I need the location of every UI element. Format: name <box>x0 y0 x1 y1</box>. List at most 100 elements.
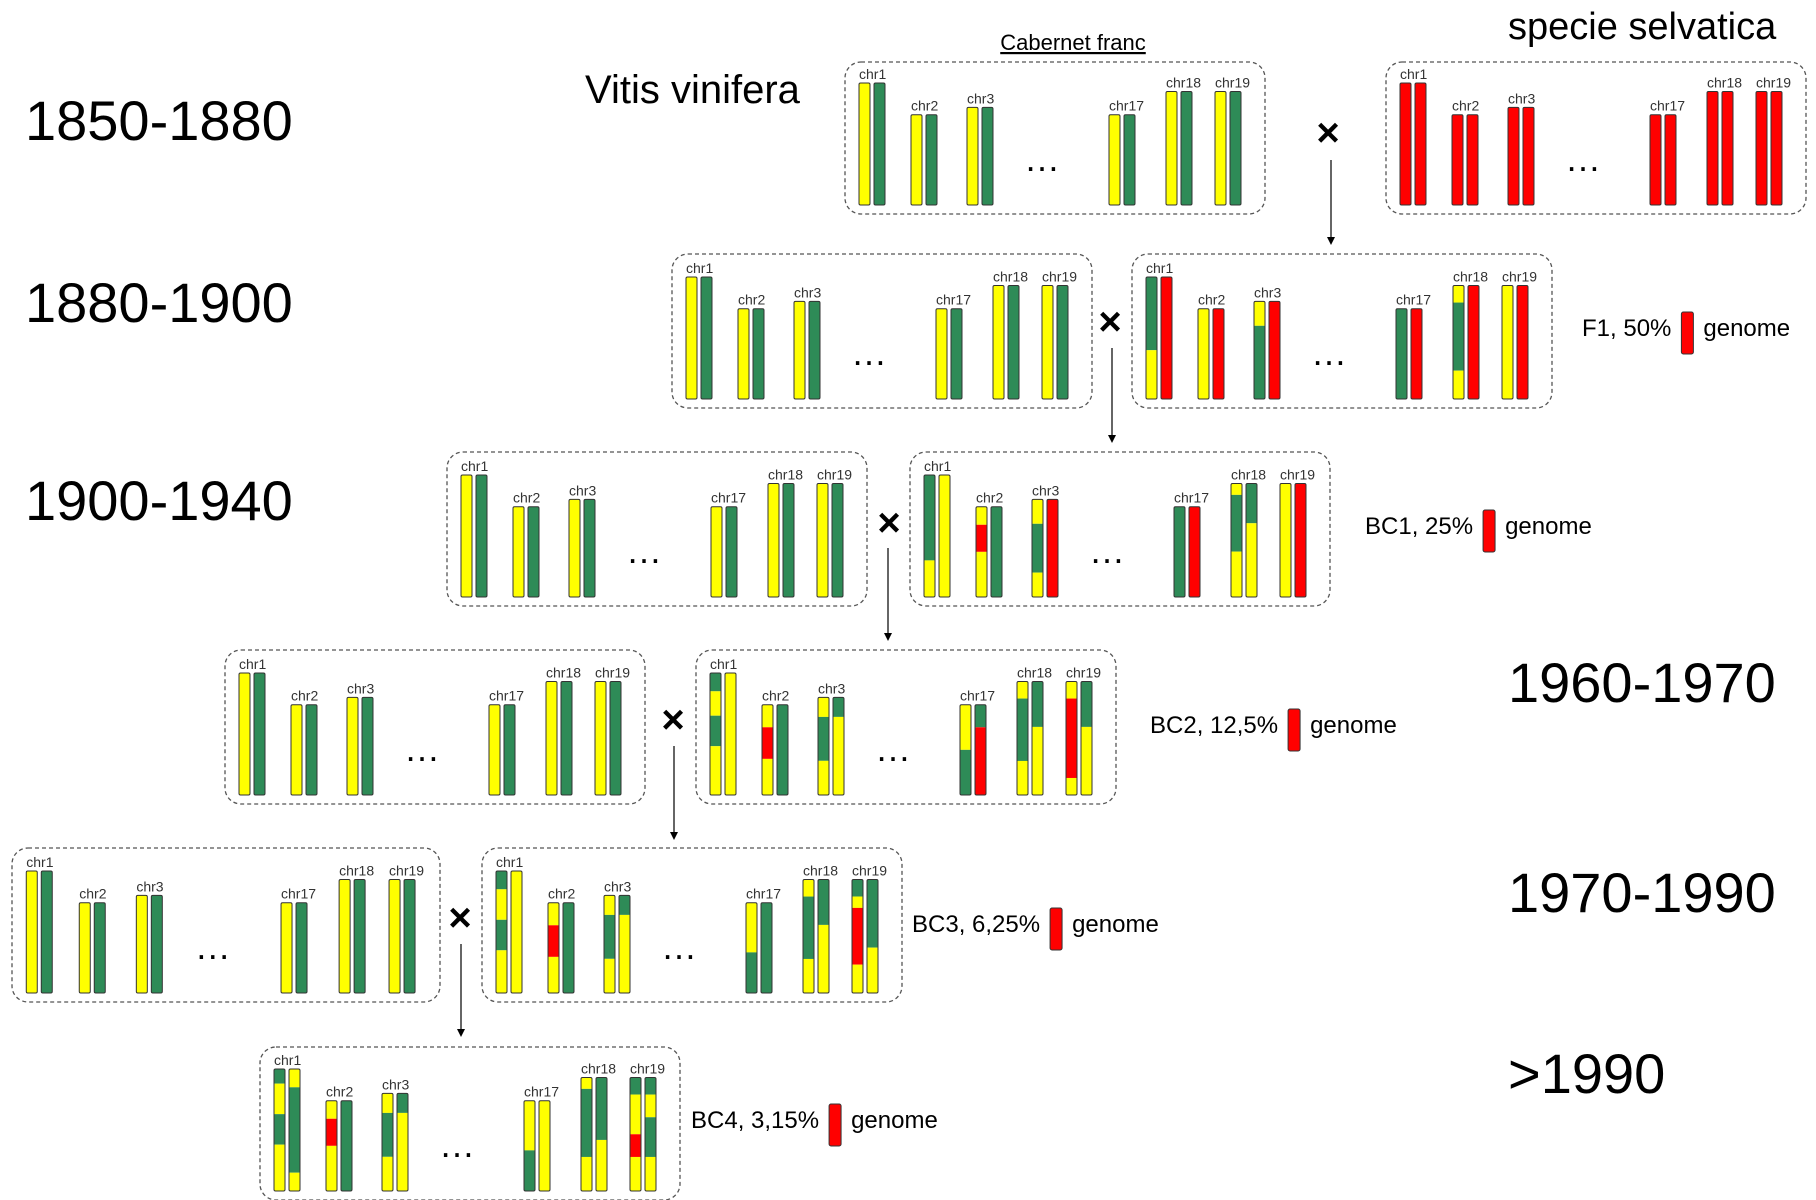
chromosome-chr18-b-outline <box>560 681 573 796</box>
chromosome-chr18-b <box>1245 483 1258 598</box>
chromosome-chr19-a-outline <box>1041 285 1054 400</box>
chromosome-chr17-a-segment <box>960 749 971 795</box>
chromosome-chr19-a <box>816 483 829 598</box>
chromosome-chr3-a-segment <box>818 716 829 761</box>
chromosome-chr2-b-outline <box>562 902 575 994</box>
chromosome-chr1-a <box>858 82 871 206</box>
chromosome-chr18-a-outline <box>1452 285 1465 400</box>
chromosome-chr17-b-segment <box>761 902 772 993</box>
chromosome-chr17-b-segment <box>975 727 986 795</box>
chromosome-chr2-a-segment <box>548 956 559 993</box>
chromosome-chr1-b <box>938 474 951 598</box>
chromosome-chr2-a-segment <box>326 1145 337 1191</box>
chromosome-chr1-a-outline <box>858 82 871 206</box>
chromosome-chr2-b <box>1466 114 1479 206</box>
chromosome-chr18-a-segment <box>993 285 1004 399</box>
chromosome-chr17-a-segment <box>489 704 500 795</box>
chromosome-chr3-b <box>361 696 374 796</box>
chromosome-chr19-a-outline <box>816 483 829 598</box>
chromosome-chr18-a-outline <box>1706 91 1719 206</box>
chromosome-chr19-a-segment <box>852 879 863 897</box>
chromosome-chr3-a <box>1031 498 1044 598</box>
chromosome-chr3-a <box>381 1092 394 1192</box>
chromosome-chr3-b-outline <box>396 1092 409 1192</box>
chromosome-chr19-a-segment <box>852 907 863 965</box>
chromosome-chr18-b-outline <box>1007 285 1020 400</box>
chromosome-chr2-a-segment <box>911 114 922 205</box>
chromosome-label: chr18 <box>993 269 1028 285</box>
chromosome-chr2-a-segment <box>326 1118 337 1146</box>
period-label-1: 1850-1880 <box>25 89 293 152</box>
chromosome-chr17-a <box>280 902 293 994</box>
chromosome-chr1-b-segment <box>289 1069 300 1088</box>
chromosome-chr17-a-segment <box>746 902 757 953</box>
chromosome-chr18-a-segment <box>546 681 557 795</box>
species-left-label: Vitis vinifera <box>585 68 801 112</box>
chromosome-label: chr2 <box>1452 98 1479 114</box>
chromosome-chr17-b-segment <box>726 506 737 597</box>
chromosome-chr17-a-segment <box>711 506 722 597</box>
chromosome-chr18-a-segment <box>768 483 779 597</box>
chromosome-chr1-a-outline <box>1399 82 1412 206</box>
panel-BC3-border <box>481 847 903 1003</box>
generation-genome-word: genome <box>1505 513 1592 540</box>
chromosome-label: chr1 <box>686 260 713 276</box>
chromosome-chr17-a-segment <box>936 308 947 399</box>
chromosome-chr17-b-outline <box>760 902 773 994</box>
chromosome-chr19-a-segment <box>852 964 863 993</box>
chromosome-chr18-b-segment <box>818 879 829 925</box>
chromosome-chr18-a <box>1165 91 1178 206</box>
chromosome-chr2-a-outline <box>512 506 525 598</box>
chromosome-chr1-a <box>1399 82 1412 206</box>
chromosome-chr18-a-outline <box>767 483 780 598</box>
chromosome-chr18-a-segment <box>581 1156 592 1191</box>
chromosome-chr1-b-segment <box>511 871 522 993</box>
chromosome-chr17-a-outline <box>1173 506 1186 598</box>
chromosome-chr18-b-outline <box>595 1077 608 1192</box>
chromosome-chr18-a-outline <box>580 1077 593 1192</box>
chromosome-label: chr1 <box>496 854 523 870</box>
chromosome-chr18-b-outline <box>1031 681 1044 796</box>
chromosome-chr2-a-segment <box>976 551 987 597</box>
chromosome-chr2-a-outline <box>910 114 923 206</box>
generation-label: BC2, 12,5%genome <box>1150 708 1397 752</box>
chromosome-chr17-b-segment <box>1189 506 1200 597</box>
chromosome-chr1-a-segment <box>686 277 697 399</box>
chromosome-chr17-b <box>974 704 987 796</box>
chromosome-chr1-b <box>288 1068 301 1192</box>
chromosome-chr18-b-segment <box>596 1077 607 1140</box>
chromosome-chr1-a-outline <box>709 672 722 796</box>
chromosome-label: chr18 <box>1231 467 1266 483</box>
generation-name: BC2, 12,5% <box>1150 712 1278 739</box>
chromosome-chr1-b-outline <box>288 1068 301 1192</box>
generation-genome-word: genome <box>1703 315 1790 342</box>
chromosome-chr19-b-segment <box>1230 91 1241 205</box>
chromosome-chr17-b <box>725 506 738 598</box>
chromosome-chr1-a-outline <box>25 870 38 994</box>
chromosome-chr17-b-outline <box>725 506 738 598</box>
chromosome-label: chr2 <box>79 886 106 902</box>
chromosome-chr3-a <box>1507 106 1520 206</box>
chromosome-chr18-b-segment <box>561 681 572 795</box>
chromosome-chr2-b <box>776 704 789 796</box>
chromosome-chr18-b-outline <box>782 483 795 598</box>
chromosome-chr3-a-outline <box>966 106 979 206</box>
chromosome-chr18-a-segment <box>1707 91 1718 205</box>
panel-recurrent-4-border <box>11 847 441 1003</box>
chromosome-label: chr19 <box>1066 665 1101 681</box>
chromosome-chr2-b <box>925 114 938 206</box>
ellipsis-marker: … <box>875 728 917 769</box>
chromosome-chr1-a-segment <box>274 1083 285 1115</box>
chromosome-chr3-b-segment <box>362 697 373 795</box>
chromosome-chr18-a-outline <box>545 681 558 796</box>
chromosome-chr19-a-segment <box>817 483 828 597</box>
chromosome-chr1-a-segment <box>1146 277 1157 351</box>
chromosome-chr1-a-segment <box>710 715 721 747</box>
chromosome-chr2-b-outline <box>93 902 106 994</box>
chromosome-chr1-a <box>709 672 722 796</box>
chromosome-chr1-b <box>475 474 488 598</box>
chromosome-chr17-a-outline <box>523 1100 536 1192</box>
chromosome-chr2-a-segment <box>548 902 559 926</box>
progeny-arrowhead <box>457 1029 465 1037</box>
chromosome-chr18-b <box>1467 285 1480 400</box>
